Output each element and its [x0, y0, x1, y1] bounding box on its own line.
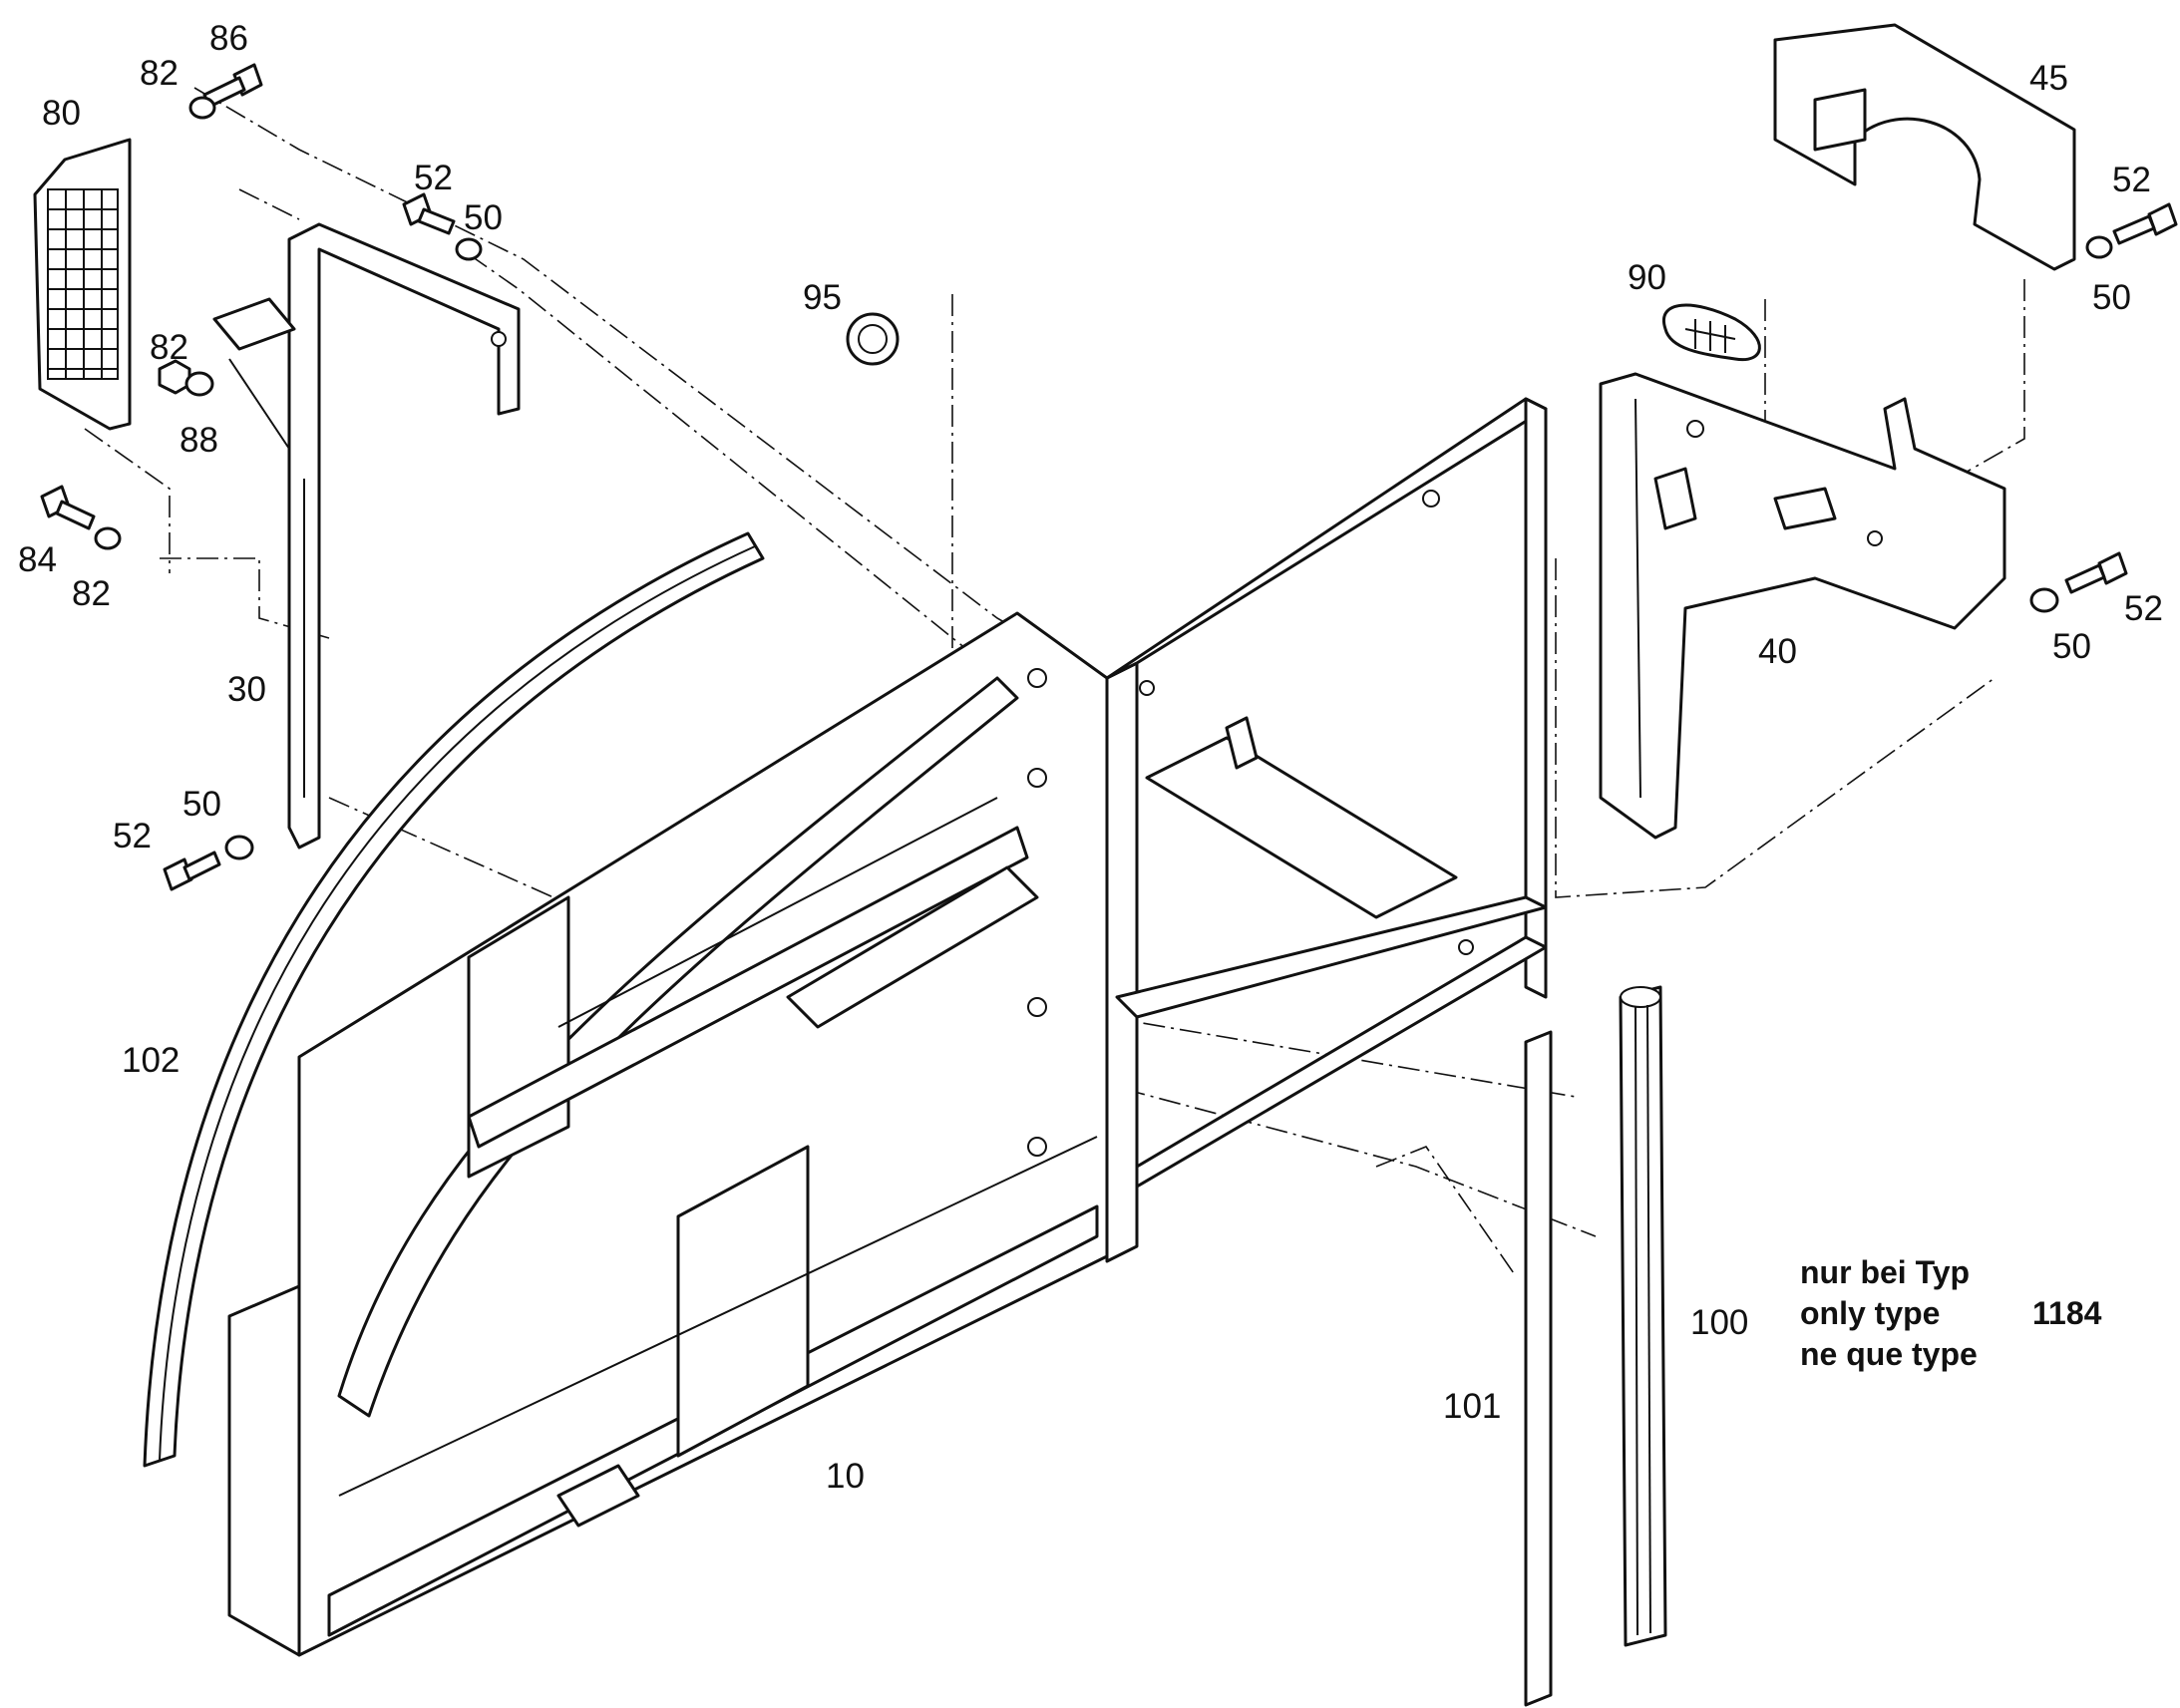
- callout-101: 101: [1443, 1387, 1501, 1426]
- callout-30: 30: [227, 670, 266, 709]
- bracket-part-40: [1599, 372, 2006, 840]
- plug-part-95: [846, 312, 900, 366]
- callout-10: 10: [826, 1457, 865, 1496]
- profile-part-100: [1619, 985, 1667, 1647]
- callout-82: 82: [72, 574, 111, 613]
- grommet-part-90: [1661, 303, 1761, 362]
- callout-88: 88: [180, 421, 218, 460]
- callout-45: 45: [2029, 59, 2068, 98]
- callout-84: 84: [18, 540, 57, 579]
- callout-90: 90: [1628, 258, 1666, 297]
- note-line-german: nur bei Typ: [1800, 1254, 1970, 1290]
- washer-50-right-bottom: [2029, 587, 2059, 613]
- grille-slots: [47, 188, 119, 380]
- bolt-52-top: [402, 192, 456, 235]
- callout-102: 102: [122, 1041, 180, 1080]
- type-note: nur bei Typ only type ne que type 1184: [1800, 1254, 2102, 1372]
- cover-part-45: [1773, 23, 2076, 271]
- callout-82: 82: [140, 54, 179, 93]
- strip-part-101: [1524, 1030, 1553, 1707]
- bracket-part-30: [212, 222, 521, 850]
- frame-part-10: [227, 397, 1548, 1657]
- bolt-84: [40, 485, 96, 530]
- grille-part-80: [33, 138, 132, 431]
- note-line-french: ne que type: [1800, 1336, 1978, 1372]
- washer-82-bottom: [94, 526, 122, 550]
- note-type-number: 1184: [2032, 1295, 2102, 1331]
- bolt-52-right-top: [2112, 202, 2178, 245]
- bolt-52-right-bottom: [2064, 551, 2128, 594]
- callout-50: 50: [464, 198, 503, 237]
- washer-82-top: [188, 96, 216, 120]
- washer-50-left: [224, 835, 254, 860]
- callout-100: 100: [1690, 1303, 1748, 1342]
- callout-82: 82: [150, 328, 188, 367]
- callout-80: 80: [42, 94, 81, 133]
- callout-52: 52: [2112, 161, 2151, 199]
- washer-88: [184, 371, 214, 397]
- note-line-english: only type: [1800, 1295, 1940, 1331]
- callout-52: 52: [414, 159, 453, 197]
- fasteners: [40, 63, 2178, 891]
- callout-52: 52: [113, 817, 152, 855]
- washer-50-top: [455, 237, 483, 261]
- callout-labels: 86 82 80 52 50 82 88 84 82 30 50 52 95 4…: [18, 19, 2163, 1496]
- callout-50: 50: [2092, 278, 2131, 317]
- callout-40: 40: [1758, 632, 1797, 671]
- bolt-86: [202, 63, 263, 109]
- callout-50: 50: [182, 785, 221, 824]
- callout-50: 50: [2052, 627, 2091, 666]
- callout-95: 95: [803, 278, 842, 317]
- bolt-52-left: [163, 851, 221, 891]
- curved-seal-part-102: [143, 531, 765, 1468]
- callout-86: 86: [209, 19, 248, 58]
- washer-50-right-top: [2085, 235, 2113, 259]
- callout-52: 52: [2124, 589, 2163, 628]
